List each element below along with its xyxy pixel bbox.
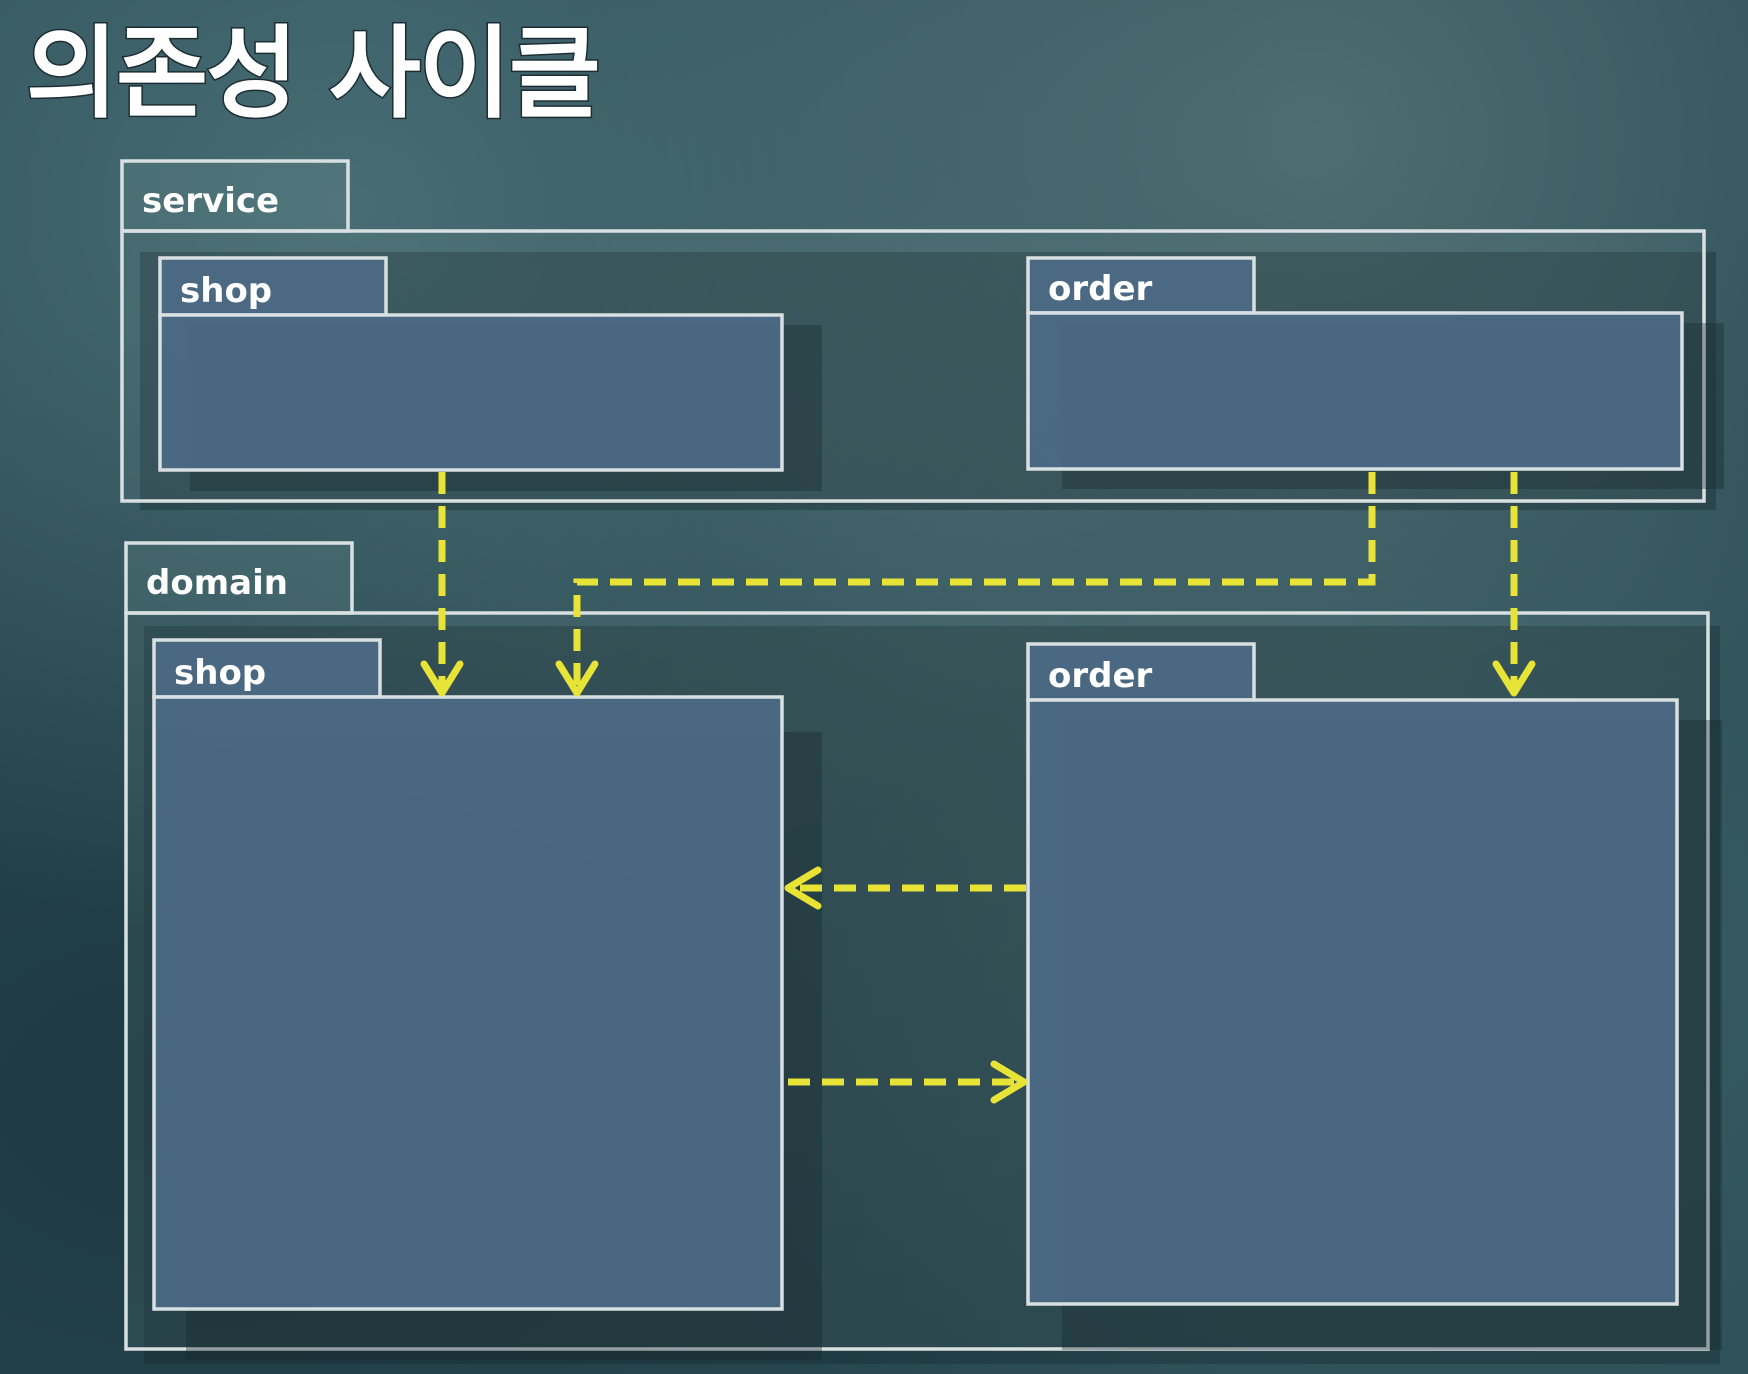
arrow-domain-shop-to-domain-order <box>788 1060 1028 1104</box>
package-service-tab <box>120 159 350 233</box>
arrow-service-shop-to-domain-shop <box>420 472 464 697</box>
package-domain-shop-tab <box>152 638 382 699</box>
package-domain-order-tab <box>1026 642 1256 702</box>
package-domain-shop-body <box>152 695 784 1311</box>
package-domain-order: order <box>1026 642 1722 1350</box>
package-domain-order-body <box>1026 698 1679 1306</box>
arrow-head-icon <box>784 866 822 910</box>
package-domain-tab <box>124 541 354 615</box>
package-domain-label: domain <box>146 563 288 603</box>
package-service-shop-label: shop <box>180 271 272 311</box>
package-service-shop: shop <box>158 256 822 491</box>
arrow-service-order-to-domain-order <box>1492 472 1536 697</box>
package-domain-shop-label: shop <box>174 653 266 693</box>
arrow-domain-order-to-domain-shop <box>784 866 1026 910</box>
arrow-service-order-to-domain-shop <box>555 472 1376 697</box>
arrow-head-icon <box>420 660 464 697</box>
package-service-order-body <box>1026 311 1684 471</box>
package-domain-order-label: order <box>1048 656 1153 696</box>
package-domain-shop: shop <box>152 638 822 1360</box>
package-service-shop-body <box>158 313 784 472</box>
package-service-order-label: order <box>1048 269 1153 309</box>
package-service-label: service <box>142 181 279 221</box>
arrow-head-icon <box>1492 660 1536 697</box>
page-title: 의존성 사이클 <box>26 15 599 132</box>
arrow-head-icon <box>555 660 599 697</box>
package-service-order: order <box>1026 256 1724 489</box>
arrow-head-icon <box>990 1060 1028 1104</box>
